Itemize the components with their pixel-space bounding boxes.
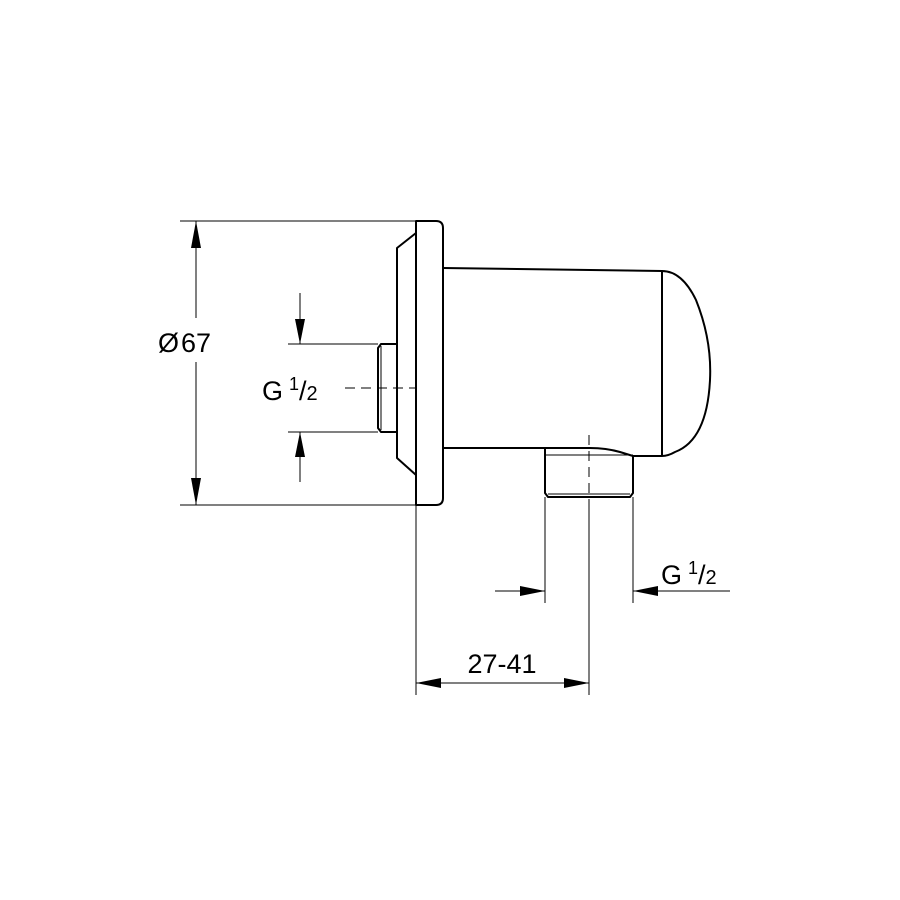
arrowhead [295, 319, 305, 344]
flange-bevel [396, 232, 417, 476]
arrowhead [520, 586, 545, 596]
projection-label: 27-41 [467, 649, 536, 679]
diameter-label: Ø67 [158, 328, 211, 358]
arrowhead [564, 678, 589, 688]
outlet-thread [544, 448, 634, 498]
arrowhead [633, 586, 658, 596]
arrowhead [191, 221, 201, 248]
dimension-diameter: Ø67 [158, 220, 416, 506]
body [442, 267, 712, 457]
wall-flange [415, 220, 444, 506]
wall-outlet-elbow [377, 220, 712, 506]
arrowhead [295, 432, 305, 457]
centerlines [345, 387, 590, 505]
dimension-projection: 27-41 [415, 505, 590, 695]
arrowhead [416, 678, 441, 688]
arrowhead [191, 478, 201, 505]
